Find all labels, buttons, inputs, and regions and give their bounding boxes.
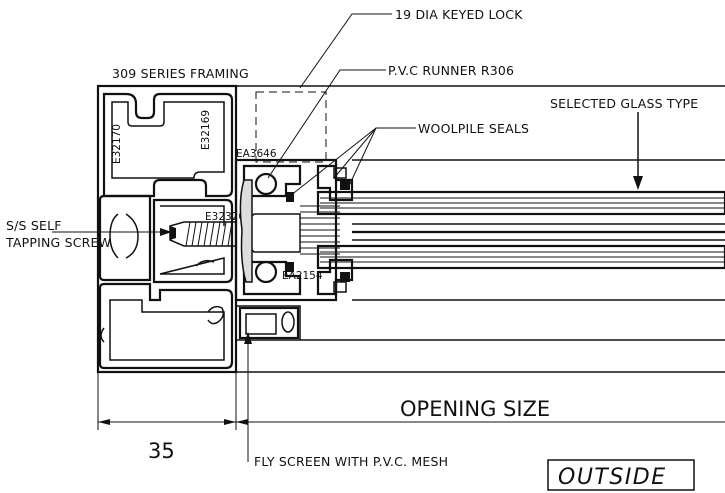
label-glass: SELECTED GLASS TYPE <box>550 96 698 111</box>
label-woolpile: WOOLPILE SEALS <box>418 121 529 136</box>
leader-lines <box>52 13 643 462</box>
part-code-e32170: E32170 <box>111 124 123 164</box>
keyed-lock-outline <box>255 91 327 163</box>
label-framing: 309 SERIES FRAMING <box>112 66 249 81</box>
part-code-e32320: E32320 <box>205 211 245 223</box>
outside-box <box>547 459 695 491</box>
part-code-e32169: E32169 <box>200 110 212 150</box>
frame-line-lower <box>236 339 725 373</box>
part-code-ea2154: EA2154 <box>282 270 323 282</box>
label-opening-size: OPENING SIZE <box>400 397 550 421</box>
label-screw-line1: S/S SELF <box>6 218 62 233</box>
framing-extrusion <box>96 84 238 374</box>
label-dimension-35: 35 <box>148 439 175 463</box>
fly-screen-profile <box>238 306 300 340</box>
part-code-ea3646: EA3646 <box>236 148 277 160</box>
frame-line-sash <box>352 159 725 301</box>
label-fly-screen: FLY SCREEN WITH P.V.C. MESH <box>254 454 448 469</box>
tapping-screw <box>169 221 237 247</box>
label-pvc-runner: P.V.C RUNNER R306 <box>388 63 514 78</box>
dimension-35 <box>97 372 237 430</box>
frame-line-base <box>236 305 301 340</box>
dimension-opening <box>236 419 725 425</box>
label-screw-line2: TAPPING SCREW <box>5 235 111 250</box>
label-keyed-lock: 19 DIA KEYED LOCK <box>395 7 523 22</box>
sliding-sash <box>234 158 354 302</box>
label-outside: OUTSIDE <box>558 465 667 490</box>
glass-panes <box>316 190 725 270</box>
